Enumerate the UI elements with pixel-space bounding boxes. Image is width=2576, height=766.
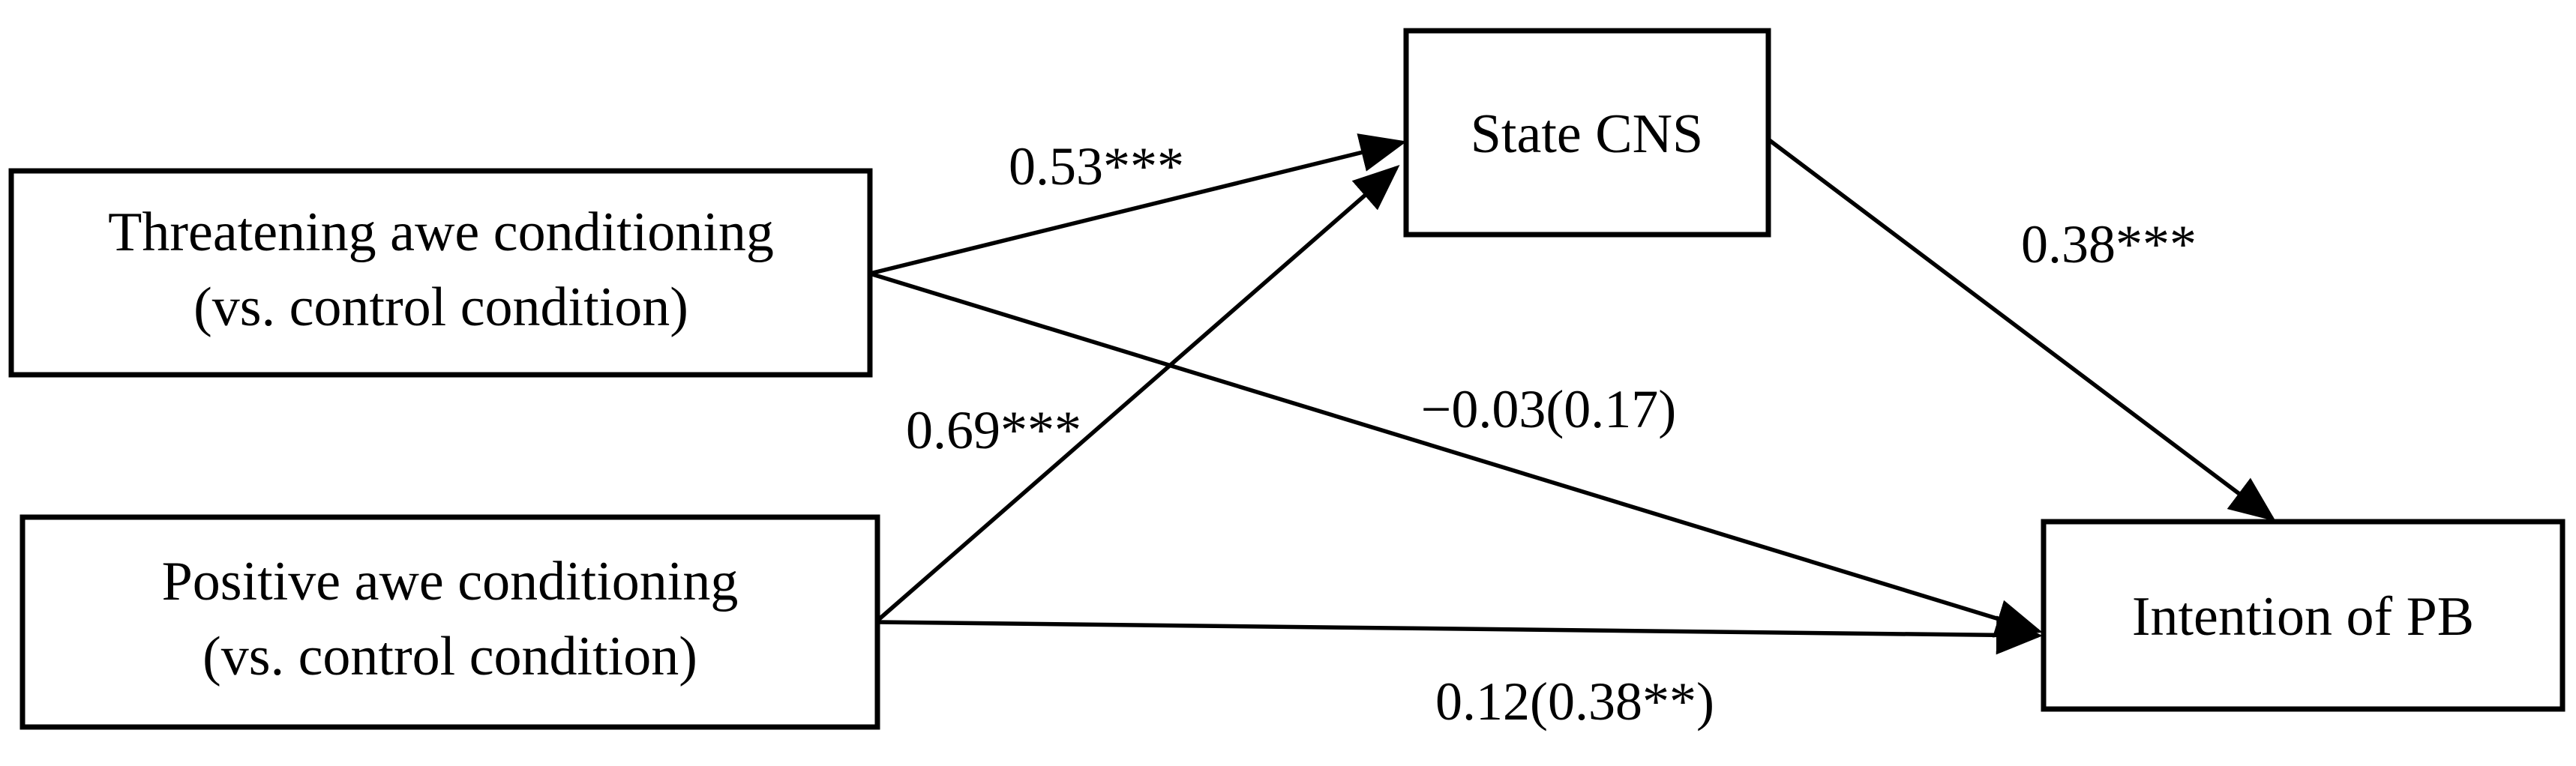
edge-statecns-to-intention-line: [1767, 137, 2276, 522]
node-intention-pb-label: Intention of PB: [2132, 586, 2474, 648]
edge-threatening-to-statecns-line: [869, 133, 1407, 276]
node-intention-pb: Intention of PB: [2041, 519, 2566, 712]
node-positive-label-line1: Positive awe conditioning: [162, 551, 739, 612]
node-intention-pb-box: [2041, 519, 2566, 712]
node-positive: Positive awe conditioning (vs. control c…: [19, 514, 880, 730]
edge-threatening-to-intention-label: −0.03(0.17): [1421, 379, 1677, 439]
edge-statecns-to-intention-label: 0.38***: [2021, 214, 2197, 274]
node-positive-label-line2: (vs. control condition): [202, 626, 697, 687]
node-threatening: Threatening awe conditioning (vs. contro…: [8, 168, 873, 378]
edge-threatening-to-statecns-label: 0.53***: [1009, 136, 1184, 196]
node-state-cns-label: State CNS: [1471, 103, 1703, 165]
edge-positive-to-statecns-label: 0.69***: [906, 400, 1081, 460]
edges: [869, 133, 2276, 655]
edge-threatening-to-intention-line: [869, 271, 2043, 638]
node-positive-box: [19, 514, 880, 730]
edge-positive-to-intention-label: 0.12(0.38**): [1435, 672, 1714, 732]
node-threatening-label-line1: Threatening awe conditioning: [108, 202, 774, 263]
node-threatening-box: [8, 168, 873, 378]
node-threatening-label-line2: (vs. control condition): [193, 277, 688, 338]
edge-positive-to-intention-line: [877, 615, 2043, 655]
node-state-cns: State CNS: [1403, 28, 1771, 238]
edge-labels: 0.53*** 0.69*** −0.03(0.17) 0.12(0.38**)…: [906, 136, 2197, 732]
node-state-cns-box: [1403, 28, 1771, 238]
edge-positive-to-statecns-line: [876, 165, 1400, 623]
